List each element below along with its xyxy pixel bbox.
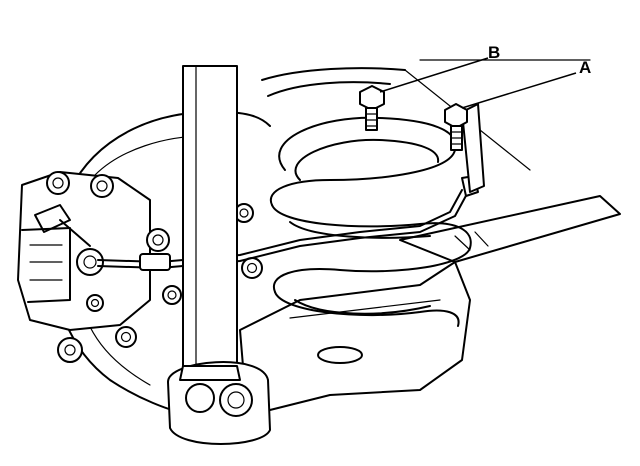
caliper-bolt <box>86 294 104 312</box>
caliper-bolt <box>241 257 263 279</box>
shock-absorber <box>167 65 271 445</box>
caliper-bolts <box>46 171 263 363</box>
bolt-b <box>359 85 385 131</box>
caliper-bolt <box>162 285 182 305</box>
caliper-bolt <box>146 228 170 252</box>
callout-b-label: B <box>488 43 500 62</box>
callout-a-label: A <box>579 58 591 77</box>
caliper-bolt <box>76 248 104 276</box>
callout-a-leader <box>461 72 577 109</box>
trailing-link <box>399 195 621 263</box>
bolt-a <box>444 103 468 151</box>
callout-b-leader <box>379 57 489 93</box>
hose-bracket <box>461 103 485 193</box>
caliper-bolt <box>90 174 114 198</box>
caliper-bolt <box>57 337 83 363</box>
caliper-bolt <box>46 171 70 195</box>
caliper-bolt <box>115 326 137 348</box>
